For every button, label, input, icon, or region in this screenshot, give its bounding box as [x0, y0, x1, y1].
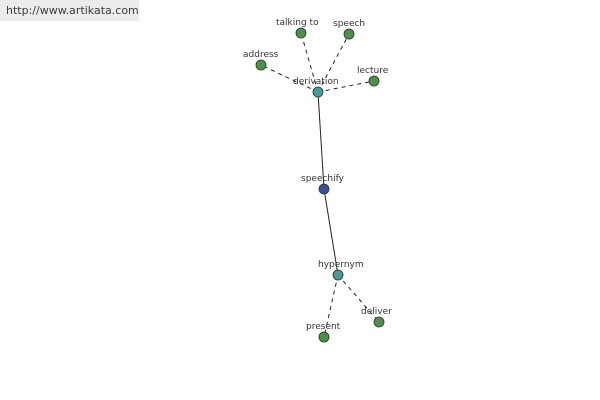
source-url-text: http://www.artikata.com [6, 4, 139, 17]
node-derivation[interactable] [312, 86, 324, 98]
node-lecture[interactable] [368, 75, 380, 87]
node-label-derivation: derivation [293, 77, 339, 87]
node-label-deliver: deliver [361, 307, 392, 317]
node-address[interactable] [255, 59, 267, 71]
node-label-hypernym: hypernym [318, 260, 364, 270]
node-speech[interactable] [343, 28, 355, 40]
node-talking-to[interactable] [295, 27, 307, 39]
node-label-present: present [306, 322, 341, 332]
edge-derivation-speech [317, 33, 350, 93]
node-label-lecture: lecture [357, 66, 389, 76]
node-label-talking-to: talking to [276, 18, 319, 28]
nodes-layer [255, 27, 385, 343]
node-label-address: address [243, 50, 279, 60]
edge-speechify-hypernym [323, 188, 339, 276]
edges-layer [260, 32, 380, 338]
node-hypernym[interactable] [332, 269, 344, 281]
url-banner: http://www.artikata.com [0, 0, 139, 21]
node-speechify[interactable] [318, 183, 330, 195]
node-deliver[interactable] [373, 316, 385, 328]
edge-hypernym-present [323, 274, 339, 338]
node-label-speechify: speechify [301, 174, 345, 184]
edge-hypernym-deliver [337, 274, 380, 323]
node-label-speech: speech [333, 19, 365, 29]
edge-derivation-address [260, 64, 319, 93]
edge-derivation-lecture [317, 80, 375, 93]
labels-layer: speechify derivation hypernym talking to spe… [243, 18, 392, 332]
edge-derivation-speechify [317, 91, 325, 190]
node-present[interactable] [318, 331, 330, 343]
edge-derivation-talking-to [300, 32, 319, 93]
